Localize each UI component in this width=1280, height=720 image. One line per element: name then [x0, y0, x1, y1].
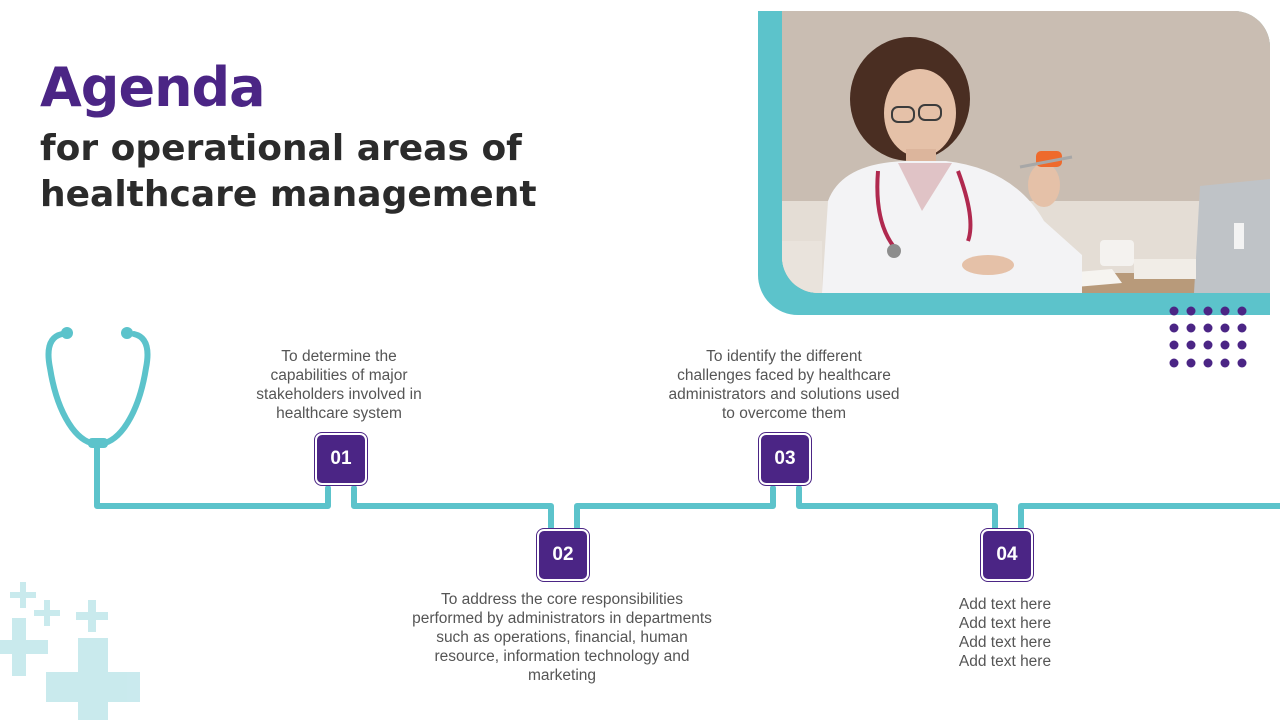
step-01-badge: 01	[314, 432, 368, 486]
stethoscope-icon	[45, 331, 1280, 531]
step-04-line: Add text here	[958, 615, 1052, 632]
slide-subtitle: for operational areas of healthcare mana…	[40, 128, 537, 215]
medical-cross-icon	[0, 582, 140, 720]
step-02-badge: 02	[536, 528, 590, 582]
step-04-line: Add text here	[958, 634, 1052, 651]
step-04-text: Add text here Add text here Add text her…	[920, 595, 1090, 671]
step-02-text: To address the core responsibilities per…	[412, 591, 712, 684]
dot-grid	[1168, 305, 1252, 371]
step-03-text: To identify the different challenges fac…	[668, 348, 900, 422]
slide-title: Agenda	[40, 56, 266, 119]
step-03-badge: 03	[758, 432, 812, 486]
step-01-text: To determine the capabilities of major s…	[256, 348, 422, 422]
doctor-photo	[782, 11, 1270, 293]
step-04-line: Add text here	[958, 653, 1052, 670]
step-04-badge: 04	[980, 528, 1034, 582]
step-04-line: Add text here	[958, 596, 1052, 613]
